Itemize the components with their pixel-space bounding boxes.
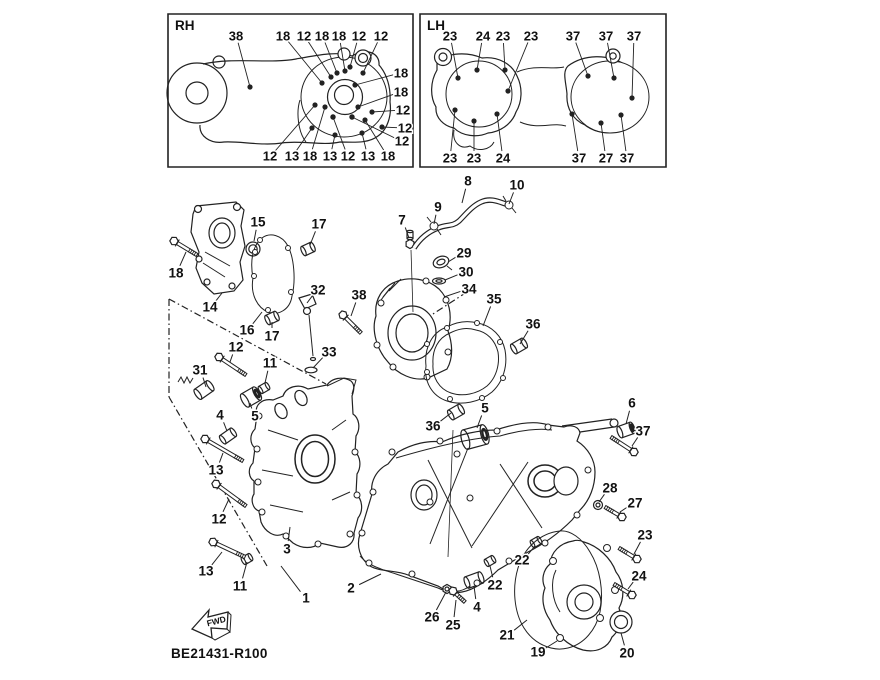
callout-part-22: 22 [487, 578, 502, 593]
callout-part-20: 20 [619, 646, 634, 661]
callout-rh-13: 13 [285, 149, 299, 164]
callout-part-3: 3 [283, 542, 291, 557]
callout-rh-18: 18 [276, 29, 290, 44]
callout-part-17: 17 [311, 217, 326, 232]
callout-rh-12: 12 [374, 29, 388, 44]
callout-lh-23: 23 [443, 29, 457, 44]
part-drawings [167, 48, 649, 651]
callout-part-32: 32 [310, 283, 325, 298]
callout-rh-18: 18 [332, 29, 346, 44]
callout-rh-13: 13 [323, 149, 337, 164]
callout-part-26: 26 [424, 610, 440, 625]
part-code-text: BE21431-R100 [171, 646, 268, 661]
callout-rh-38: 38 [229, 29, 243, 44]
callout-part-21: 21 [499, 628, 515, 643]
callout-rh-18: 18 [394, 85, 408, 100]
callout-part-36: 36 [525, 317, 541, 332]
footer-marks: BE21431-R100 FWD [170, 612, 269, 662]
callout-part-13: 13 [198, 564, 214, 579]
callout-lh-23: 23 [524, 29, 538, 44]
callout-rh-12: 12 [297, 29, 311, 44]
callout-lh-24: 24 [496, 151, 511, 166]
callout-part-37: 37 [635, 424, 650, 439]
callout-lh-37: 37 [627, 29, 641, 44]
callout-part-38: 38 [351, 288, 367, 303]
callout-part-16: 16 [239, 323, 255, 338]
callout-part-13: 13 [208, 463, 224, 478]
callout-rh-13: 13 [361, 149, 375, 164]
callout-part-7: 7 [398, 213, 406, 228]
callout-rh-12: 12 [395, 134, 409, 149]
inset-title-lh: LH [427, 18, 445, 33]
callout-part-31: 31 [192, 363, 208, 378]
inset-title-rh: RH [175, 18, 195, 33]
callout-lh-37: 37 [572, 151, 586, 166]
callout-part-29: 29 [456, 246, 471, 261]
callout-part-4: 4 [473, 600, 481, 615]
callout-rh-18: 18 [381, 149, 395, 164]
callout-lh-24: 24 [476, 29, 491, 44]
callout-part-14: 14 [202, 300, 218, 315]
callout-part-15: 15 [250, 215, 266, 230]
callout-part-23: 23 [637, 528, 653, 543]
callout-part-12: 12 [211, 512, 226, 527]
callout-lh-37: 37 [599, 29, 613, 44]
callout-part-33: 33 [321, 345, 337, 360]
callout-rh-12: 12 [352, 29, 366, 44]
callout-rh-18: 18 [315, 29, 329, 44]
callout-part-10: 10 [509, 178, 524, 193]
callout-part-8: 8 [464, 174, 472, 189]
callout-part-27: 27 [627, 496, 642, 511]
callout-part-34: 34 [461, 282, 477, 297]
callout-lh-23: 23 [443, 151, 457, 166]
callout-part-4: 4 [216, 408, 224, 423]
callout-part-6: 6 [628, 396, 636, 411]
callout-lh-23: 23 [467, 151, 481, 166]
callout-rh-12: 12 [341, 149, 355, 164]
callout-part-35: 35 [486, 292, 502, 307]
callout-part-2: 2 [347, 581, 355, 596]
callout-part-24: 24 [631, 569, 647, 584]
callout-part-5: 5 [251, 409, 259, 424]
callout-lh-27: 27 [599, 151, 613, 166]
callout-rh-12: 12 [398, 121, 412, 136]
callout-lh-37: 37 [620, 151, 634, 166]
callout-part-17: 17 [264, 329, 279, 344]
callout-part-9: 9 [434, 200, 442, 215]
callout-lh-23: 23 [496, 29, 510, 44]
callout-part-11: 11 [263, 356, 278, 371]
callout-lh-37: 37 [566, 29, 580, 44]
callout-rh-12: 12 [396, 103, 410, 118]
callout-part-30: 30 [458, 265, 473, 280]
callout-part-25: 25 [445, 618, 461, 633]
callout-part-22: 22 [514, 553, 529, 568]
callout-part-1: 1 [302, 591, 310, 606]
callout-part-28: 28 [602, 481, 618, 496]
callout-part-36: 36 [425, 419, 441, 434]
callout-part-5: 5 [481, 401, 489, 416]
callout-rh-12: 12 [263, 149, 277, 164]
callout-part-18: 18 [168, 266, 184, 281]
callout-part-12: 12 [228, 340, 243, 355]
callout-part-19: 19 [530, 645, 545, 660]
callout-rh-18: 18 [394, 66, 408, 81]
callout-rh-18: 18 [303, 149, 317, 164]
fwd-arrow-label: FWD [206, 614, 227, 628]
callout-part-11: 11 [233, 579, 248, 594]
